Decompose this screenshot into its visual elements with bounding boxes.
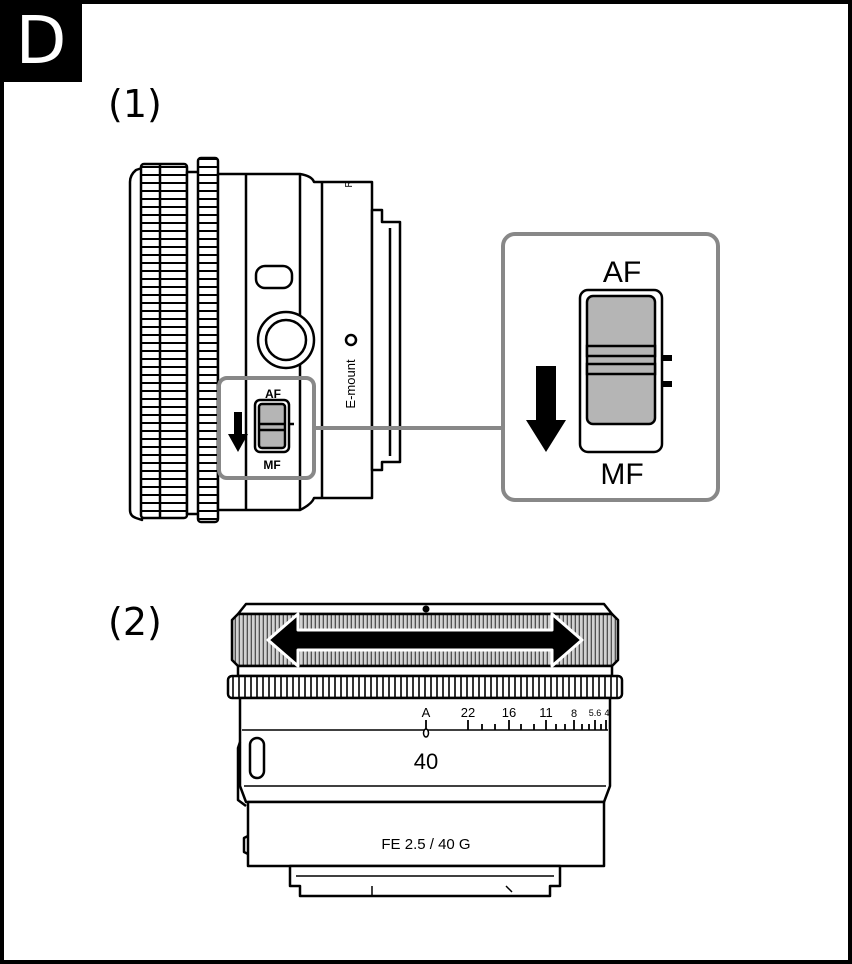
aperture-ring-front (226, 674, 624, 700)
lens-side-view (128, 156, 402, 524)
mount-index-mark (344, 333, 358, 347)
mount-text: E-mount (343, 359, 358, 409)
aperture-mark-11: 11 (539, 705, 553, 720)
aperture-mark-16: 16 (502, 705, 516, 720)
front-rim (128, 166, 144, 522)
lens-name-label: FE 2.5 / 40 G (381, 836, 470, 853)
focus-ring (139, 162, 189, 520)
aperture-scale: A 22 16 11 8 5.6 4 (422, 705, 610, 738)
side-switch (248, 736, 266, 780)
zoom-af-label: AF (603, 256, 641, 289)
aperture-ring (196, 156, 220, 524)
lens-body-lower (246, 800, 606, 868)
aperture-mark-22: 22 (461, 705, 475, 720)
down-arrow-icon-large (526, 366, 566, 452)
section-letter: D (0, 0, 82, 82)
mount-edge-mark: R (344, 180, 355, 187)
aperture-mark-auto: A (422, 705, 431, 720)
af-mf-switch-zoomed (578, 288, 672, 454)
switch-af-label: AF (265, 387, 281, 401)
aperture-mark-8: 8 (571, 708, 577, 720)
mount-flange (370, 208, 402, 472)
aperture-mark-4: 4 (604, 708, 609, 718)
index-dot (422, 605, 430, 613)
focus-hold-slot (254, 264, 294, 290)
switch-mf-label: MF (263, 458, 280, 472)
zoom-mf-label: MF (600, 458, 643, 491)
focal-length-label: 40 (414, 749, 438, 774)
step-2-label: (2) (108, 600, 162, 644)
rotate-double-arrow-icon (266, 612, 584, 668)
step-1-label: (1) (108, 82, 162, 126)
aperture-mark-5-6: 5.6 (589, 708, 602, 718)
mount-bayonet (288, 864, 562, 898)
down-arrow-icon-small (228, 412, 248, 452)
